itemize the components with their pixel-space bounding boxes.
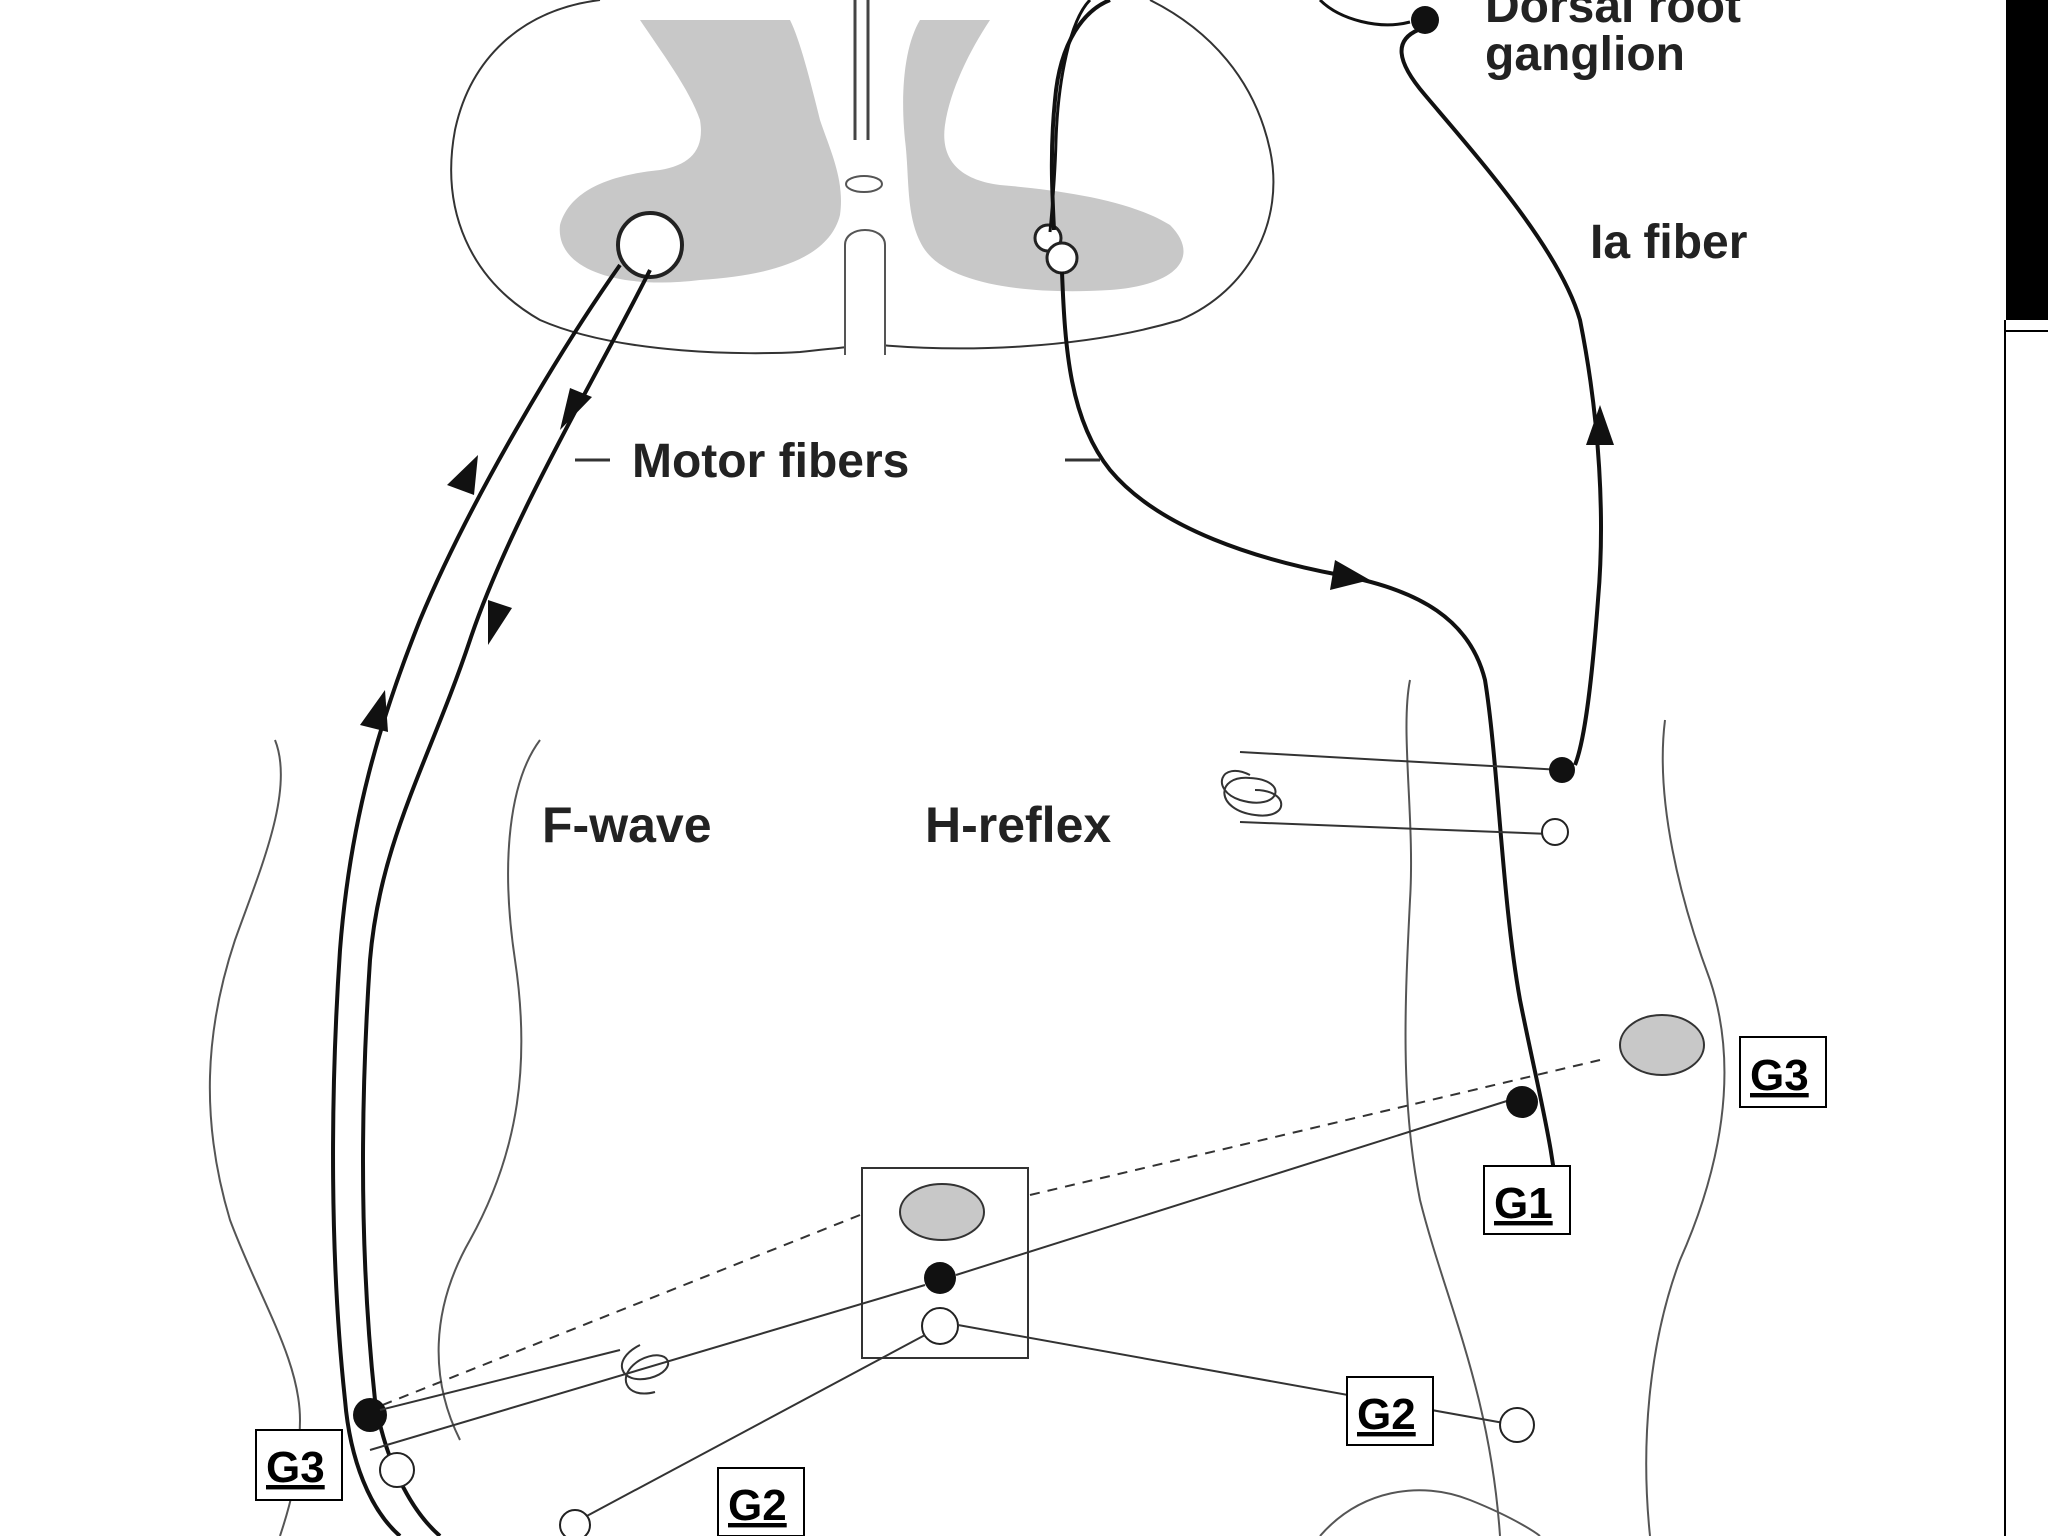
ia-fiber-line — [1399, 28, 1603, 766]
central-canal — [845, 175, 883, 193]
g2-right-box — [1346, 1376, 1434, 1446]
g1-lead-left — [369, 1284, 926, 1451]
g2-left-label: G2 — [728, 1481, 787, 1530]
ganglion-loop — [1318, 0, 1411, 27]
dorsal-root-ganglion-label-line1: Dorsal root — [1485, 0, 1741, 33]
gray-matter-left — [559, 20, 841, 283]
dorsal-root-ganglion-cell — [1411, 6, 1439, 34]
f-wave-coil — [620, 1344, 670, 1395]
h-stim-cathode — [1549, 757, 1575, 783]
ia-fiber-pathway — [1048, 0, 1614, 766]
g2-left-box — [717, 1467, 805, 1536]
posterior-median-septum — [853, 0, 870, 140]
ia-fiber-label: Ia fiber — [1590, 216, 1747, 269]
recording-electrodes — [353, 1014, 1705, 1536]
h-reflex-label: H-reflex — [925, 797, 1111, 853]
reference-electrode-center — [921, 1307, 959, 1345]
h-stim-anode — [1541, 818, 1569, 846]
left-active-electrode — [353, 1398, 387, 1432]
g1-box — [1483, 1165, 1571, 1235]
spinal-cord-section — [450, 0, 1275, 355]
up-arrow-lower — [360, 690, 388, 732]
g2-right-label: G2 — [1357, 1390, 1416, 1439]
up-arrow-upper — [447, 455, 478, 495]
f-wave-label: F-wave — [542, 797, 712, 853]
g3-dashed-lead — [1029, 1059, 1601, 1196]
down-arrow-upper — [560, 388, 592, 430]
limb-outlines — [208, 679, 1726, 1536]
dorsal-root-ganglion-label-line2: ganglion — [1485, 28, 1685, 81]
g3-dashed-lead-left — [369, 1214, 861, 1411]
h-reflex-motor-pathway — [1060, 271, 1562, 1231]
anterior-median-fissure — [844, 229, 886, 355]
motor-fibers-label: Motor fibers — [632, 435, 909, 488]
down-arrow-lower — [488, 600, 512, 645]
right-motor-arrow — [1330, 560, 1370, 590]
stimulator-lead-bottom — [1239, 821, 1551, 835]
left-bottom-electrode — [559, 1509, 591, 1536]
g1-active-right — [1506, 1086, 1538, 1118]
stimulator-lead-top — [1239, 751, 1563, 771]
g3-left-label: G3 — [266, 1443, 325, 1492]
right-edge-bar — [2006, 0, 2048, 320]
g3-right-ground — [1619, 1014, 1705, 1076]
left-reference-electrode — [379, 1452, 415, 1488]
g3-left-box — [255, 1429, 343, 1501]
stimulator-coil — [1220, 769, 1283, 817]
right-edge-divider — [2006, 330, 2048, 332]
right-edge-border — [2004, 320, 2006, 1536]
g3-right-label: G3 — [1750, 1051, 1809, 1100]
dorsal-root-inner — [1048, 0, 1092, 233]
left-motor-fiber-ascending — [331, 263, 622, 1536]
motor-neuron-right-bottom — [1045, 241, 1079, 275]
ia-fiber-arrow — [1586, 405, 1614, 445]
g2-reference-right — [1499, 1407, 1535, 1443]
active-electrode-center — [924, 1262, 956, 1294]
g1-lead — [955, 1099, 1511, 1276]
right-motor-fiber — [1060, 271, 1562, 1231]
f-wave-stim-lead — [379, 1349, 621, 1411]
h-reflex-stimulator — [1220, 751, 1575, 846]
g1-label: G1 — [1494, 1179, 1553, 1228]
motor-neuron-left — [616, 211, 684, 279]
g2-lead-left — [569, 1334, 926, 1526]
ground-electrode-center — [899, 1183, 985, 1241]
g3-right-box — [1739, 1036, 1827, 1108]
gray-matter-right — [903, 20, 1184, 292]
